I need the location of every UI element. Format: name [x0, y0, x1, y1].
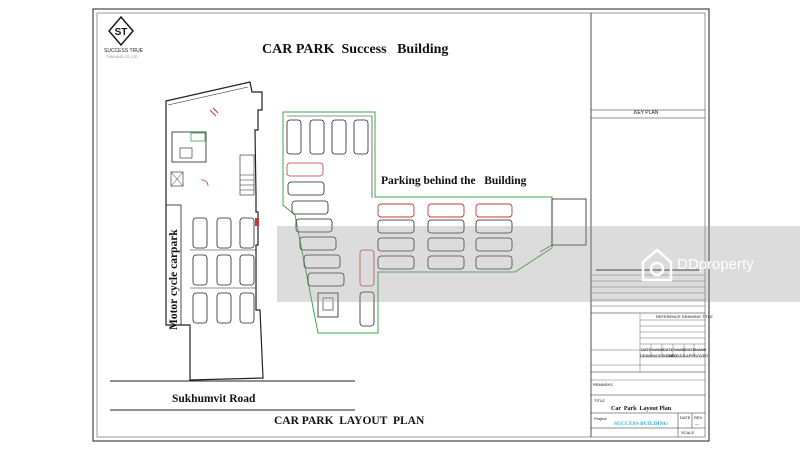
parking-area-label: Parking behind the Building: [381, 175, 527, 187]
rev-value: —: [695, 421, 699, 426]
rev-header-1: DATE: [641, 347, 652, 352]
remarks-label: REMARKS: [593, 382, 613, 387]
sheet-border-inner: [96, 12, 706, 438]
logo-initials: ST: [115, 27, 128, 38]
project-value: SUCCESS BUILDING: [614, 421, 668, 427]
project-label: Project: [594, 416, 607, 421]
reference-title-label: REFERENCE DRAWING TITLE: [656, 314, 713, 319]
rear-red-car-bays: [377, 203, 513, 218]
ddproperty-logo-icon: [641, 248, 673, 282]
logo-subtitle: THAILAND CO.,LTD: [106, 55, 138, 59]
rev-header-2: NAME: [652, 347, 664, 352]
key-plan-label: KEY PLAN: [634, 110, 659, 116]
title-label: TITLE: [594, 398, 605, 403]
title-value: Car Park Layout Plan: [611, 406, 672, 412]
company-logo: ST: [108, 16, 134, 46]
approval-approved: APPROVED: [686, 353, 709, 358]
rear-angled-car-bays: [286, 162, 375, 327]
rear-top-car-bays: [286, 119, 369, 155]
ramp-structure: [551, 198, 587, 246]
scale-label: SCALE: [681, 430, 695, 435]
rear-grid-car-bays: [377, 219, 513, 270]
rev-header-6: NAME: [695, 347, 707, 352]
main-building-car-bays: [192, 217, 255, 324]
rev-label: REV.: [694, 415, 703, 420]
rev-header-5: DATE: [685, 347, 696, 352]
watermark-band: [277, 226, 800, 302]
logo-name: SUCCESS TRUE: [104, 48, 144, 54]
approval-checked: CHECKED: [666, 353, 686, 358]
stair-core: [171, 131, 207, 163]
sheet-border-outer: [92, 8, 710, 442]
rev-header-4: NAME: [674, 347, 686, 352]
approval-drawn: DRAWN/DESIGNED: [640, 353, 677, 358]
main-building-outline: [165, 81, 264, 381]
rev-header-3: DATE: [663, 347, 674, 352]
plan-label: CAR PARK LAYOUT PLAN: [274, 415, 425, 427]
date-label: DATE: [680, 415, 691, 420]
drawing-title: CAR PARK Success Building: [262, 42, 449, 57]
motorcycle-strip: [165, 204, 182, 326]
road-label: Sukhumvit Road: [172, 393, 256, 405]
watermark-text: DDproperty: [677, 256, 754, 273]
motorcycle-carpark-label: Motor cycle carpark: [168, 229, 180, 330]
